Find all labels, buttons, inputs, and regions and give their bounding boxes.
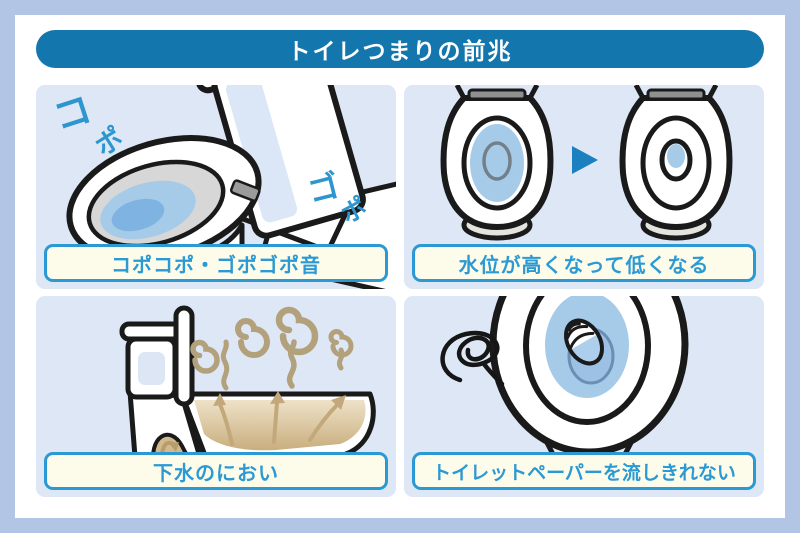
smell-wisps-icon <box>190 306 354 391</box>
panel-water-level: 水位が高くなって低くなる <box>404 85 764 289</box>
flush-pipe <box>173 305 195 407</box>
toilet-top-high-water <box>440 85 554 241</box>
low-water-icon <box>667 144 685 168</box>
caption-water-level: 水位が高くなって低くなる <box>412 244 756 282</box>
caption-text: コポコポ・ゴポゴポ音 <box>111 254 321 277</box>
seat-hinge-button <box>229 179 261 202</box>
arrow-right-icon <box>572 146 598 174</box>
toilet-paper-icon <box>563 318 605 366</box>
caption-gurgling-sound: コポコポ・ゴポゴポ音 <box>44 244 388 282</box>
caption-text: 水位が高くなって低くなる <box>458 254 710 277</box>
caption-sewage-smell: 下水のにおい <box>44 452 388 490</box>
caption-text: 下水のにおい <box>153 462 279 485</box>
high-water-icon <box>470 124 524 202</box>
infographic-canvas: トイレつまりの前兆 <box>15 15 785 518</box>
sewage-water <box>194 400 366 451</box>
toilet-top-view-high-low-water-illustration <box>440 85 733 241</box>
panel-paper-not-flushing: トイレットペーパーを流しきれない <box>404 296 764 497</box>
panel-gurgling-sound: コ ポ ゴ ポ コポコポ・ゴポゴポ音 <box>36 85 396 289</box>
toilet-top-view-bowl <box>489 296 689 456</box>
caption-paper-not-flushing: トイレットペーパーを流しきれない <box>412 452 756 490</box>
smell-arrows-icon <box>213 391 346 446</box>
toilet-top-low-water <box>619 85 733 241</box>
page-title-text: トイレつまりの前兆 <box>287 38 513 64</box>
panel-sewage-smell: 下水のにおい <box>36 296 396 497</box>
caption-text: トイレットペーパーを流しきれない <box>432 462 736 484</box>
toilet-tank-side <box>119 305 195 407</box>
toilet-top-view-paper-scribble-illustration <box>440 296 689 463</box>
frustration-scribble-icon <box>440 330 505 387</box>
page-title: トイレつまりの前兆 <box>36 30 764 68</box>
panel-grid: コ ポ ゴ ポ コポコポ・ゴポゴポ音 <box>36 85 764 497</box>
